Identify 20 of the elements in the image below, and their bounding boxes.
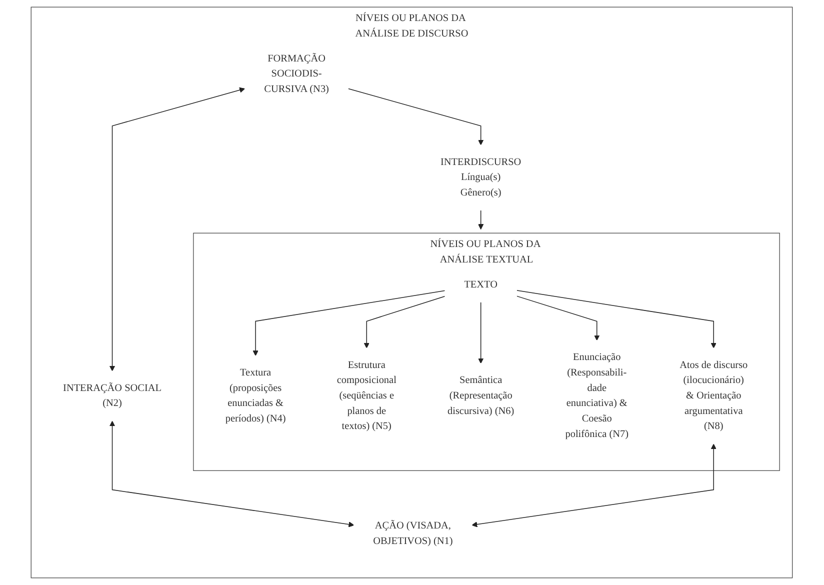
node-text: INTERAÇÃO SOCIAL (N2) — [63, 382, 162, 409]
node-text: Atos de discurso (ilocucionário) & Orientação argumentativa (N8) — [680, 360, 748, 432]
arrow — [478, 302, 484, 364]
arrow — [110, 87, 246, 372]
arrow — [348, 88, 484, 146]
arrow — [478, 210, 484, 230]
node-text: Textura (proposições enunciadas & períodos) (N4) — [226, 367, 286, 424]
node-text: Estrutura composicional (seqüências e planos de textos) (N5) — [337, 360, 397, 432]
node-text: Enunciação (Responsabili- dade enunciativa) & Coesão polifônica (N7) — [566, 352, 629, 440]
node-text: FORMAÇÃO SOCIODIS- CURSIVA (N3) — [264, 53, 330, 95]
arrow — [110, 420, 354, 528]
node-text: AÇÃO (VISADA, OBJETIVOS) (N1) — [373, 520, 454, 547]
arrow — [472, 444, 717, 528]
arrow — [516, 296, 600, 341]
node-text: Semântica (Representação discursiva) (N6) — [448, 374, 514, 416]
node-text: TEXTO — [464, 279, 498, 290]
arrow — [253, 290, 446, 356]
arrow — [364, 296, 446, 348]
node-text: INTERDISCURSO Língua(s) Gênero(s) — [440, 156, 522, 198]
arrow — [516, 290, 717, 348]
